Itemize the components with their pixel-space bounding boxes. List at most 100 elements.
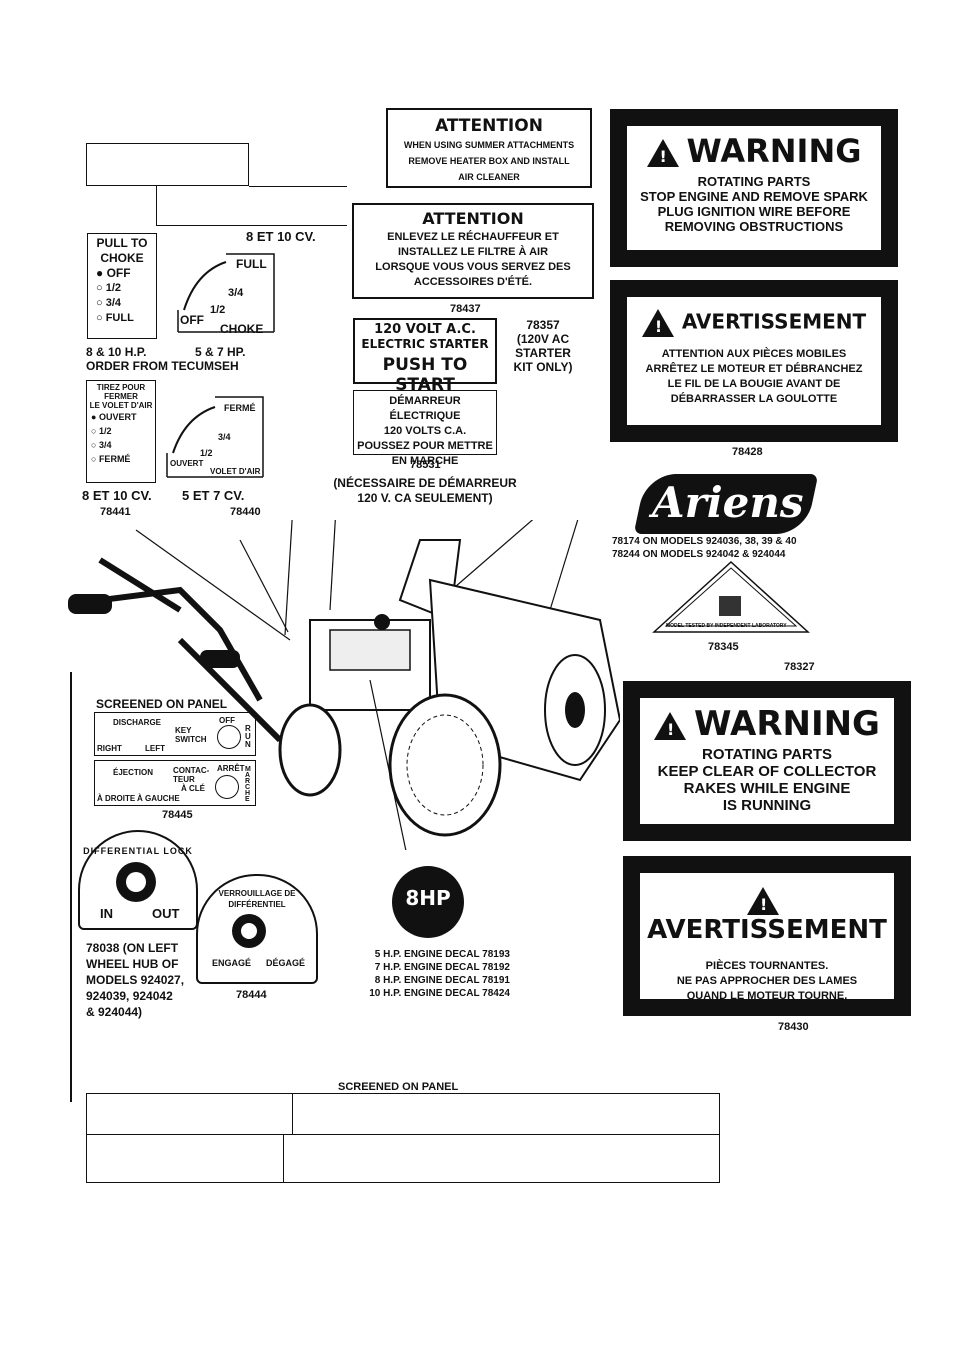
attention-en-line: AIR CLEANER xyxy=(458,172,520,182)
choke-fr-pos: ● OUVERT xyxy=(91,412,137,422)
choke-fr-decal: TIREZ POUR FERMER LE VOLET D'AIR ● OUVER… xyxy=(86,380,156,483)
warning-bottom-title: WARNING xyxy=(694,704,880,744)
choke-small-ouvert: OUVERT xyxy=(170,459,204,468)
warning-triangle-icon: ! xyxy=(654,711,687,740)
choke-fr-heading: LE VOLET D'AIR xyxy=(89,401,153,410)
ariens-logo-text: Ariens xyxy=(652,478,804,527)
choke-fr-pos: ○ FERMÉ xyxy=(91,454,131,464)
diff-lock-en-decal xyxy=(78,830,198,930)
bottom-table-vline2 xyxy=(283,1134,284,1182)
bottom-table-hline xyxy=(87,1134,719,1135)
part-78345: 78345 xyxy=(708,641,739,653)
bottom-table xyxy=(86,1093,720,1183)
choke-small-off: OFF xyxy=(180,313,204,327)
part-78444: 78444 xyxy=(236,989,267,1001)
engine-decal-list: 5 H.P. ENGINE DECAL 78193 7 H.P. ENGINE … xyxy=(346,948,510,1000)
diff-lock-fr-arc: VERROUILLAGE DE DIFFÉRENTIEL xyxy=(218,889,296,909)
panel-switch: SWITCH xyxy=(175,735,207,744)
choke-fr-pos: ○ 1/2 xyxy=(91,426,112,436)
starter-fr-decal: DÉMARREUR ÉLECTRIQUE 120 VOLTS C.A. POUS… xyxy=(353,390,497,467)
choke-fr-pos: ○ 3/4 xyxy=(91,440,112,450)
gear-icon-center xyxy=(241,923,257,939)
starter-en-line3: PUSH TO START xyxy=(382,355,468,395)
label-box-top xyxy=(86,143,249,186)
attention-en-title: ATTENTION xyxy=(435,116,543,136)
diff-lock-engage: ENGAGÉ xyxy=(212,958,252,968)
left-rule xyxy=(70,672,72,1102)
panel-title: SCREENED ON PANEL xyxy=(96,697,228,711)
diff-caption-line: 78038 (ON LEFT xyxy=(86,941,179,955)
key-switch-dial-icon xyxy=(217,725,241,749)
choke-en-heading: CHOKE xyxy=(100,251,144,265)
attention-en-decal: ATTENTION WHEN USING SUMMER ATTACHMENTS … xyxy=(386,108,592,188)
warning-bottom-line: KEEP CLEAR OF COLLECTOR xyxy=(657,763,877,780)
avertissement-bottom-decal: !AVERTISSEMENT PIÈCES TOURNANTES. NE PAS… xyxy=(623,856,911,1016)
starter-en-decal: 120 VOLT A.C. ELECTRIC STARTER PUSH TO S… xyxy=(353,318,497,395)
choke-small-half: 1/2 xyxy=(210,304,226,316)
warning-top-line: STOP ENGINE AND REMOVE SPARK xyxy=(640,189,868,204)
starter-fr-note-line: 120 V. CA SEULEMENT) xyxy=(357,491,493,505)
avert-top-title: AVERTISSEMENT xyxy=(681,309,867,334)
key-switch-dial-icon xyxy=(215,775,239,799)
panel-ejection: ÉJECTION xyxy=(113,768,154,777)
engine-decal-line: 10 H.P. ENGINE DECAL 78424 xyxy=(369,988,510,999)
avert-bottom-title: AVERTISSEMENT xyxy=(647,915,887,945)
panel-key: KEY xyxy=(175,726,192,735)
starter-note-line: KIT ONLY) xyxy=(513,360,573,374)
avert-bottom-line: PIÈCES TOURNANTES. xyxy=(705,960,829,972)
ariens-line: 78174 ON MODELS 924036, 38, 39 & 40 xyxy=(612,536,797,547)
label-box-line3 xyxy=(156,225,347,226)
panel-left: LEFT xyxy=(145,744,165,753)
choke-fr-caption: 8 ET 10 CV. xyxy=(82,488,152,503)
attention-fr-line: ACCESSOIRES D'ÉTÉ. xyxy=(413,276,533,288)
diff-caption-line: & 924044) xyxy=(86,1005,143,1019)
choke-fr-top-label: 8 ET 10 CV. xyxy=(246,229,316,244)
attention-en-line: REMOVE HEATER BOX AND INSTALL xyxy=(408,156,570,166)
avert-bottom-line: QUAND LE MOTEUR TOURNE. xyxy=(686,990,848,1002)
panel-run: RUN xyxy=(245,724,251,749)
panel-off: OFF xyxy=(219,716,235,725)
part-78445: 78445 xyxy=(162,809,193,821)
avert-top-line: ARRÊTEZ LE MOTEUR ET DÉBRANCHEZ xyxy=(645,363,863,375)
warning-triangle-icon: ! xyxy=(747,886,779,915)
engine-decal-line: 8 H.P. ENGINE DECAL 78191 xyxy=(374,975,510,986)
starter-note-line: STARTER xyxy=(515,346,571,360)
warning-bottom-line: RAKES WHILE ENGINE xyxy=(683,780,851,797)
part-78357: 78357 xyxy=(526,318,560,332)
bottom-table-vline xyxy=(292,1094,293,1134)
choke-small-fr-caption: 5 ET 7 CV. xyxy=(182,488,245,503)
attention-fr-title: ATTENTION xyxy=(422,209,524,228)
diff-caption-line: WHEEL HUB OF xyxy=(86,957,179,971)
warning-triangle-icon: ! xyxy=(646,139,679,167)
starter-fr-line: DÉMARREUR ÉLECTRIQUE xyxy=(389,395,461,422)
warning-bottom-decal: !WARNING ROTATING PARTS KEEP CLEAR OF CO… xyxy=(623,681,911,841)
starter-fr-note-line: (NÉCESSAIRE DE DÉMARREUR xyxy=(333,476,517,490)
cert-triangle-text: MODEL TESTED BY INDEPENDENT LABORATORY xyxy=(666,623,787,629)
warning-bottom-line: IS RUNNING xyxy=(722,797,812,814)
starter-fr-note: (NÉCESSAIRE DE DÉMARREUR 120 V. CA SEULE… xyxy=(330,476,520,506)
panel-contacteur: À CLÉ xyxy=(181,784,205,793)
panel-contacteur: CONTAC- xyxy=(173,766,210,775)
ariens-line: 78244 ON MODELS 924042 & 924044 xyxy=(612,549,786,560)
starter-fr-line: EN MARCHE xyxy=(391,455,459,467)
panel-contacteur: TEUR xyxy=(173,775,195,784)
starter-note-line: (120V AC xyxy=(516,332,570,346)
warning-bottom-line: ROTATING PARTS xyxy=(702,746,832,763)
gear-icon-center xyxy=(126,872,146,892)
avert-top-line: LE FIL DE LA BOUGIE AVANT DE xyxy=(667,378,841,390)
warning-triangle-icon: ! xyxy=(641,309,674,337)
choke-fr-heading: TIREZ POUR xyxy=(96,383,146,392)
label-box-line2 xyxy=(249,186,347,187)
choke-small-full: FULL xyxy=(236,257,267,271)
warning-top-line: PLUG IGNITION WIRE BEFORE xyxy=(657,204,851,219)
choke-small-en-caption: 5 & 7 HP. xyxy=(195,345,246,359)
engine-decal-line: 5 H.P. ENGINE DECAL 78193 xyxy=(374,949,510,960)
diff-caption-line: MODELS 924027, xyxy=(86,973,185,987)
label-box-line xyxy=(156,186,157,226)
choke-fr-heading: FERMER xyxy=(104,392,138,401)
choke-small-fr-half: 1/2 xyxy=(200,448,213,458)
diff-lock-out: OUT xyxy=(152,906,180,921)
choke-small-volet: VOLET D'AIR xyxy=(210,467,261,476)
panel-arret: ARRÊT xyxy=(217,764,245,773)
part-78430: 78430 xyxy=(778,1021,809,1033)
